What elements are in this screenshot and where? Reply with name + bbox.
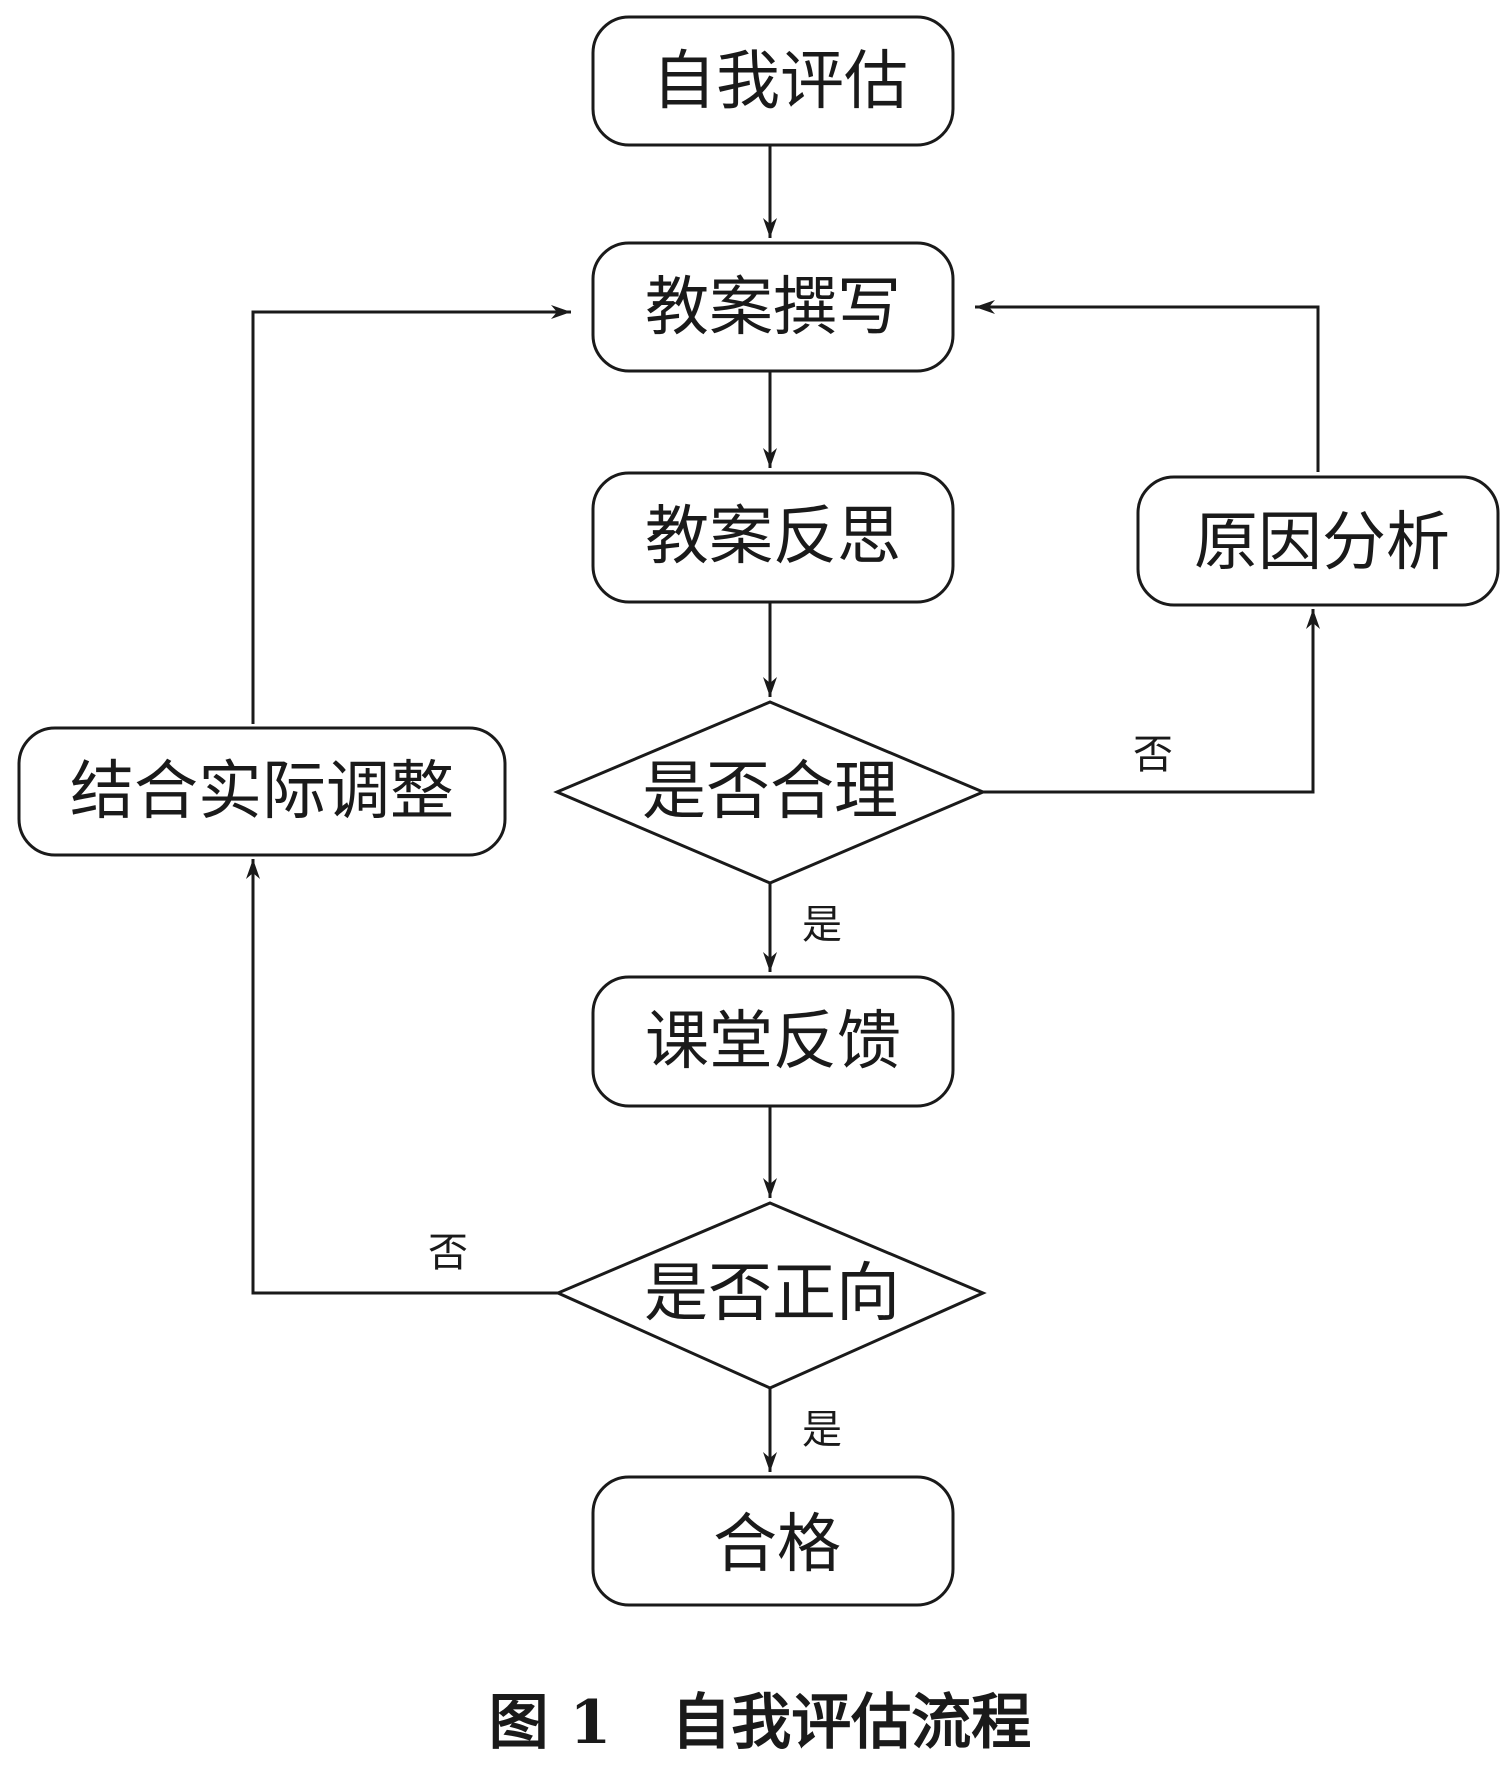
node-classroom-feedback-label: 课堂反馈 (645, 1005, 901, 1079)
arrow-cause-analysis-to-writing (975, 300, 1320, 472)
node-qualified: 合格 (591, 1475, 955, 1607)
arrow-adjust-to-writing (251, 305, 571, 724)
node-lesson-plan-writing-label: 教案撰写 (645, 271, 901, 345)
arrow-reasonable-no-to-cause-analysis (983, 609, 1320, 794)
node-lesson-plan-writing: 教案撰写 (591, 241, 955, 373)
edge-label-reasonable-yes: 是 (802, 902, 842, 948)
node-adjust-to-reality-label: 结合实际调整 (70, 755, 454, 829)
node-cause-analysis-label: 原因分析 (1194, 506, 1450, 580)
node-classroom-feedback: 课堂反馈 (591, 975, 955, 1108)
figure-caption: 图 1 自我评估流程 (489, 1688, 1032, 1758)
edge-label-positive-yes: 是 (802, 1407, 842, 1453)
node-cause-analysis: 原因分析 (1136, 475, 1500, 607)
node-adjust-to-reality: 结合实际调整 (17, 726, 507, 857)
node-lesson-plan-reflection: 教案反思 (591, 471, 955, 604)
arrow-positive-no-to-adjust (246, 859, 558, 1295)
node-is-reasonable: 是否合理 (553, 700, 987, 885)
node-self-assessment-label: 自我评估 (652, 45, 908, 119)
node-qualified-label: 合格 (713, 1508, 841, 1582)
node-self-assessment: 自我评估 (591, 15, 955, 147)
edge-label-positive-no: 否 (428, 1230, 468, 1276)
node-is-positive-label: 是否正向 (644, 1257, 900, 1331)
edge-label-reasonable-no: 否 (1133, 732, 1173, 778)
node-is-positive: 是否正向 (554, 1201, 987, 1390)
node-lesson-plan-reflection-label: 教案反思 (645, 500, 901, 574)
node-is-reasonable-label: 是否合理 (642, 755, 898, 829)
